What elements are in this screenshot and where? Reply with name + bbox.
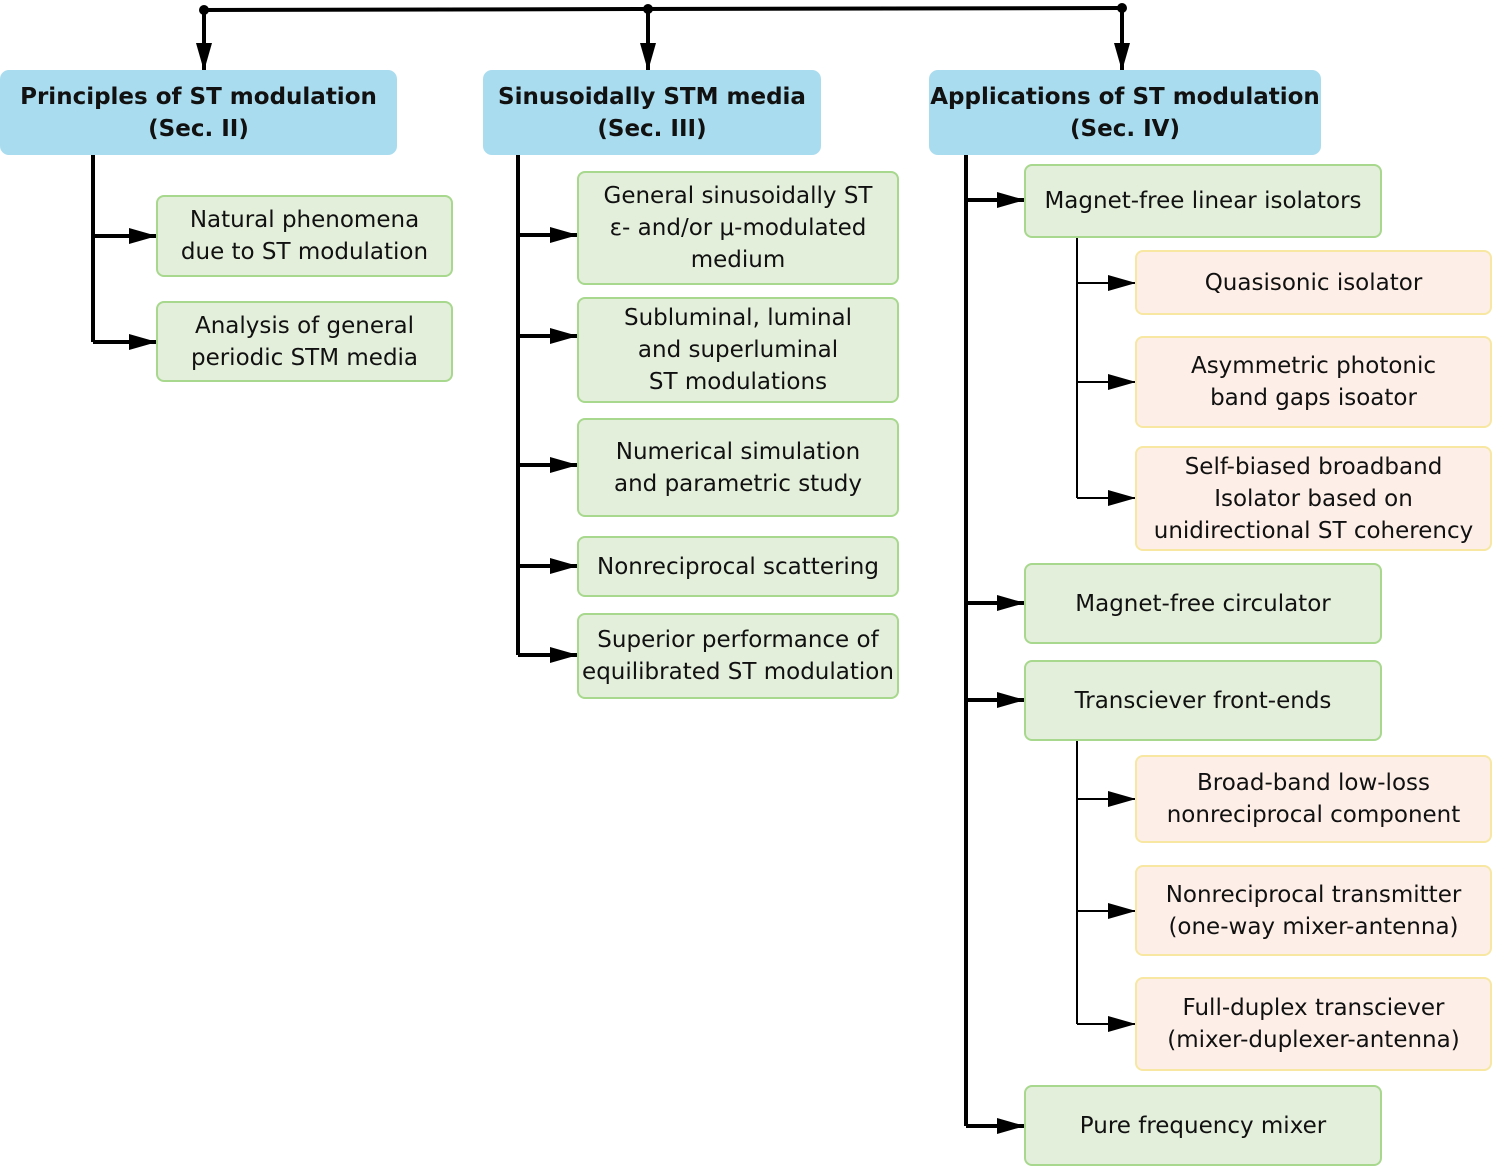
item-line: Asymmetric photonic (1190, 353, 1437, 379)
sinusoidal-item: Numerical simulation and parametric stud… (577, 418, 899, 517)
top-bus-line (203, 6, 1123, 12)
sinusoidal-header: Sinusoidally STM media (Sec. III) (483, 70, 821, 155)
item-line: Numerical simulation (615, 438, 861, 465)
principles-header-line1: Principles of ST modulation (20, 83, 377, 110)
principles-header: Principles of ST modulation (Sec. II) (0, 70, 397, 155)
frontend-subitem: Full-duplex transciever (mixer-duplexer-… (1135, 977, 1492, 1071)
item-line: Nonreciprocal transmitter (1165, 881, 1462, 908)
item-line: and parametric study (614, 470, 862, 497)
sinusoidal-item: Nonreciprocal scattering (577, 536, 899, 597)
item-line: Superior performance of (597, 627, 879, 653)
item-line: (mixer-duplexer-antenna) (1167, 1027, 1460, 1053)
item-line: Analysis of general (195, 312, 414, 339)
item-line: medium (690, 247, 786, 273)
principles-header-line2: (Sec. II) (148, 115, 249, 142)
applications-header-line2: (Sec. IV) (1070, 115, 1180, 142)
principles-item: Natural phenomena due to ST modulation (156, 195, 453, 277)
item-line: and superluminal (637, 337, 839, 363)
applications-item: Transciever front-ends (1024, 660, 1382, 741)
item-line: Self-biased broadband (1184, 453, 1443, 480)
frontend-subitem: Nonreciprocal transmitter (one-way mixer… (1135, 865, 1492, 956)
item-line: Pure frequency mixer (1079, 1112, 1327, 1139)
sinusoidal-item: General sinusoidally ST ε- and/or μ-modu… (577, 171, 899, 285)
item-line: due to ST modulation (180, 239, 429, 265)
item-line: Magnet-free linear isolators (1044, 188, 1362, 214)
item-line: Transciever front-ends (1074, 687, 1332, 714)
sinusoidal-header-line2: (Sec. III) (597, 115, 707, 142)
item-line: Magnet-free circulator (1075, 590, 1331, 617)
principles-item: Analysis of general periodic STM media (156, 301, 453, 382)
item-line: (one-way mixer-antenna) (1168, 913, 1459, 940)
item-line: Subluminal, luminal (623, 305, 853, 331)
item-line: Quasisonic isolator (1204, 269, 1423, 296)
item-line: Nonreciprocal scattering (597, 553, 879, 580)
item-line: Broad-band low-loss (1197, 770, 1430, 796)
applications-header: Applications of ST modulation (Sec. IV) (929, 70, 1321, 155)
frontend-subitem: Broad-band low-loss nonreciprocal compon… (1135, 755, 1492, 843)
item-line: unidirectional ST coherency (1153, 517, 1474, 544)
item-line: equilibrated ST modulation (582, 659, 894, 685)
item-line: Natural phenomena (189, 207, 420, 233)
isolator-subitem: Self-biased broadband Isolator based on … (1135, 446, 1492, 551)
sinusoidal-item: Superior performance of equilibrated ST … (577, 613, 899, 699)
item-line: band gaps isoator (1210, 385, 1417, 411)
item-line: ST modulations (648, 369, 828, 395)
isolator-subitem: Quasisonic isolator (1135, 250, 1492, 315)
applications-item: Magnet-free circulator (1024, 563, 1382, 644)
isolator-subitem: Asymmetric photonic band gaps isoator (1135, 336, 1492, 428)
sinusoidal-item: Subluminal, luminal and superluminal ST … (577, 297, 899, 403)
sinusoidal-header-line1: Sinusoidally STM media (498, 83, 806, 110)
item-line: nonreciprocal component (1166, 802, 1461, 828)
item-line: periodic STM media (190, 344, 419, 371)
applications-item: Magnet-free linear isolators (1024, 164, 1382, 238)
applications-item: Pure frequency mixer (1024, 1085, 1382, 1166)
item-line: ε- and/or μ-modulated (609, 215, 867, 241)
applications-header-line1: Applications of ST modulation (930, 83, 1320, 110)
item-line: General sinusoidally ST (603, 183, 873, 209)
item-line: Isolator based on (1214, 485, 1413, 512)
item-line: Full-duplex transciever (1182, 995, 1445, 1021)
